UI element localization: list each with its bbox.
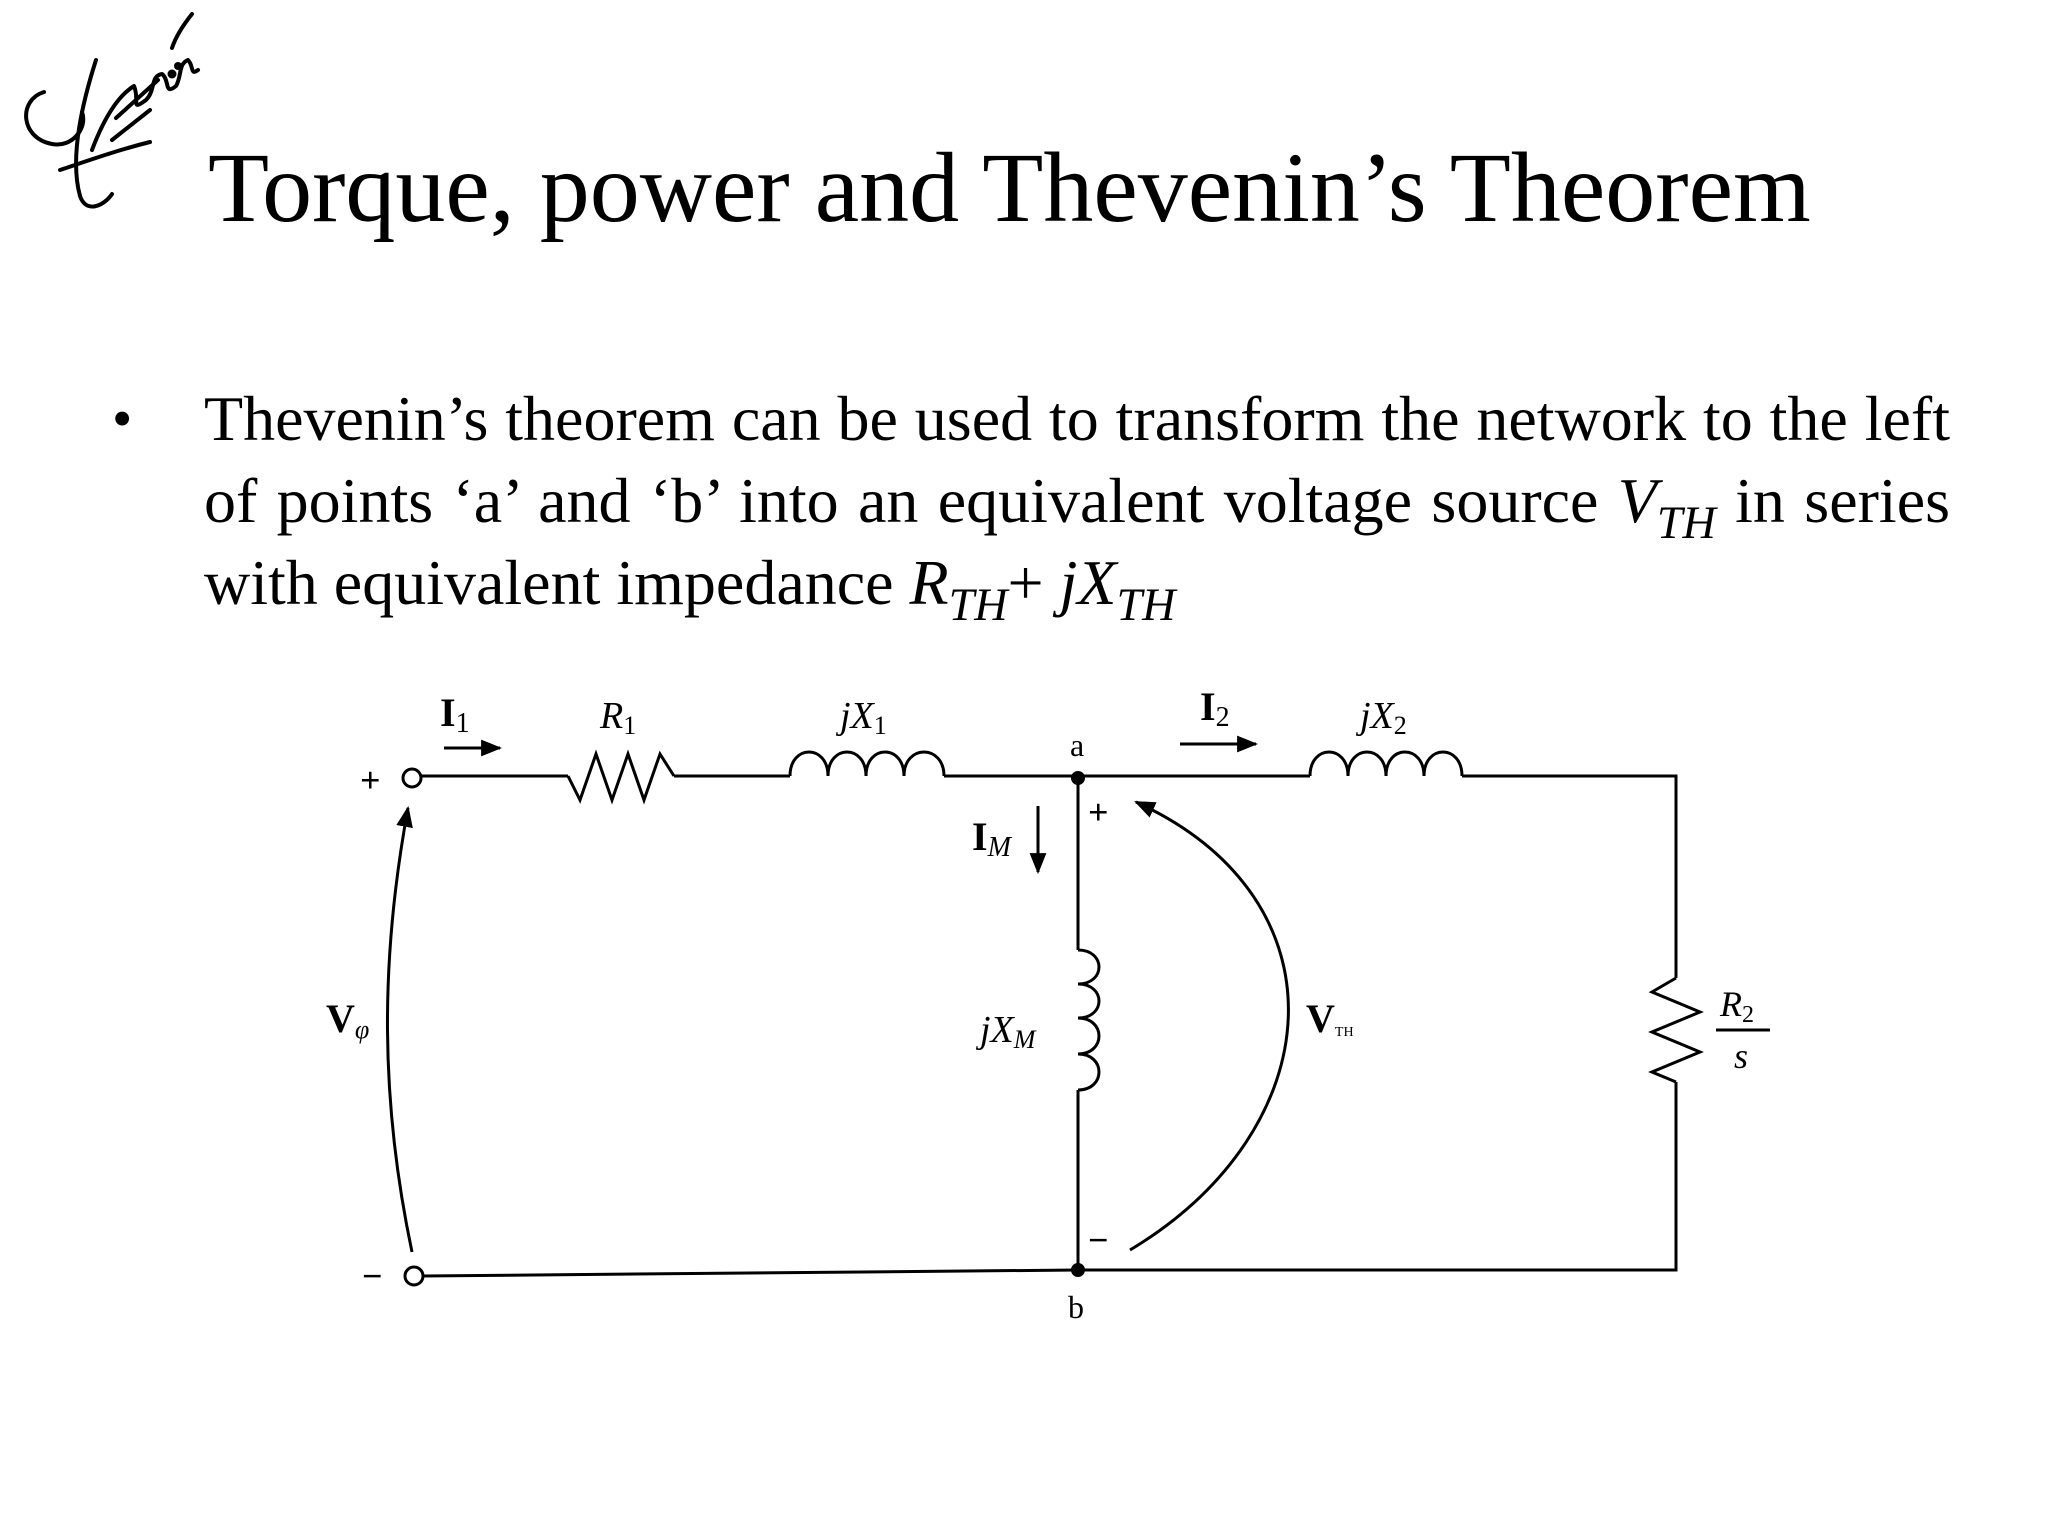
jxm-inductor — [1077, 948, 1101, 1092]
bullet-text: Thevenin’s theorem can be used to transf… — [204, 378, 1950, 628]
wire-jx2-right — [1462, 774, 1678, 978]
vth-arrow — [1129, 800, 1290, 1252]
signature — [24, 12, 200, 209]
label-i2: I2 — [1200, 684, 1230, 733]
jxth-main: jX — [1059, 547, 1117, 618]
label-jx2: jX2 — [1355, 695, 1407, 740]
r1-resistor — [566, 749, 676, 805]
label-i1: I1 — [440, 690, 470, 739]
rth-main: R — [909, 547, 949, 618]
label-minus-left: − — [362, 1256, 383, 1296]
bullet-text-part-2: in series with equivalent impedance — [204, 465, 1950, 618]
vth-sub: TH — [1656, 497, 1716, 549]
terminal-minus — [403, 1265, 425, 1287]
label-plus-vth: + — [1088, 792, 1109, 832]
vphi-arrow — [386, 805, 414, 1253]
label-r2-den: s — [1734, 1036, 1748, 1076]
label-jx1: jX1 — [835, 695, 887, 740]
rth-sub: TH — [948, 579, 1008, 631]
bullet-marker: • — [112, 386, 133, 451]
label-vth: VTH — [1306, 996, 1354, 1041]
label-node-a: a — [1070, 727, 1084, 763]
vth-symbol: VTH — [1617, 465, 1716, 546]
label-minus-vth: − — [1088, 1220, 1109, 1260]
jxth-symbol: jXTH — [1059, 547, 1176, 628]
label-r1: R1 — [599, 695, 636, 740]
label-node-b: b — [1068, 1289, 1084, 1325]
bottom-wire — [421, 1268, 1079, 1278]
jx2-inductor — [1308, 750, 1464, 777]
terminal-plus — [401, 767, 423, 789]
plus-sign: + — [1007, 547, 1060, 618]
r2s-resistor — [1648, 976, 1704, 1084]
node-b-dot — [1071, 1263, 1085, 1277]
label-plus-left: + — [360, 760, 381, 800]
rth-symbol: RTH — [909, 547, 1008, 628]
jxth-sub: TH — [1116, 579, 1176, 631]
label-im: IM — [972, 814, 1013, 863]
right-wire-bottom — [1078, 1082, 1678, 1272]
label-jxm: jXM — [975, 1009, 1037, 1054]
label-vphi: Vφ — [326, 996, 369, 1044]
bullet-text-part-1: Thevenin’s theorem can be used to transf… — [204, 383, 1950, 536]
jx1-inductor — [788, 750, 946, 777]
label-r2-num: R2 — [1719, 984, 1754, 1028]
node-a-dot — [1071, 771, 1085, 785]
slide-title: Torque, power and Thevenin’s Theorem — [208, 132, 1811, 243]
vth-main: V — [1617, 465, 1657, 536]
